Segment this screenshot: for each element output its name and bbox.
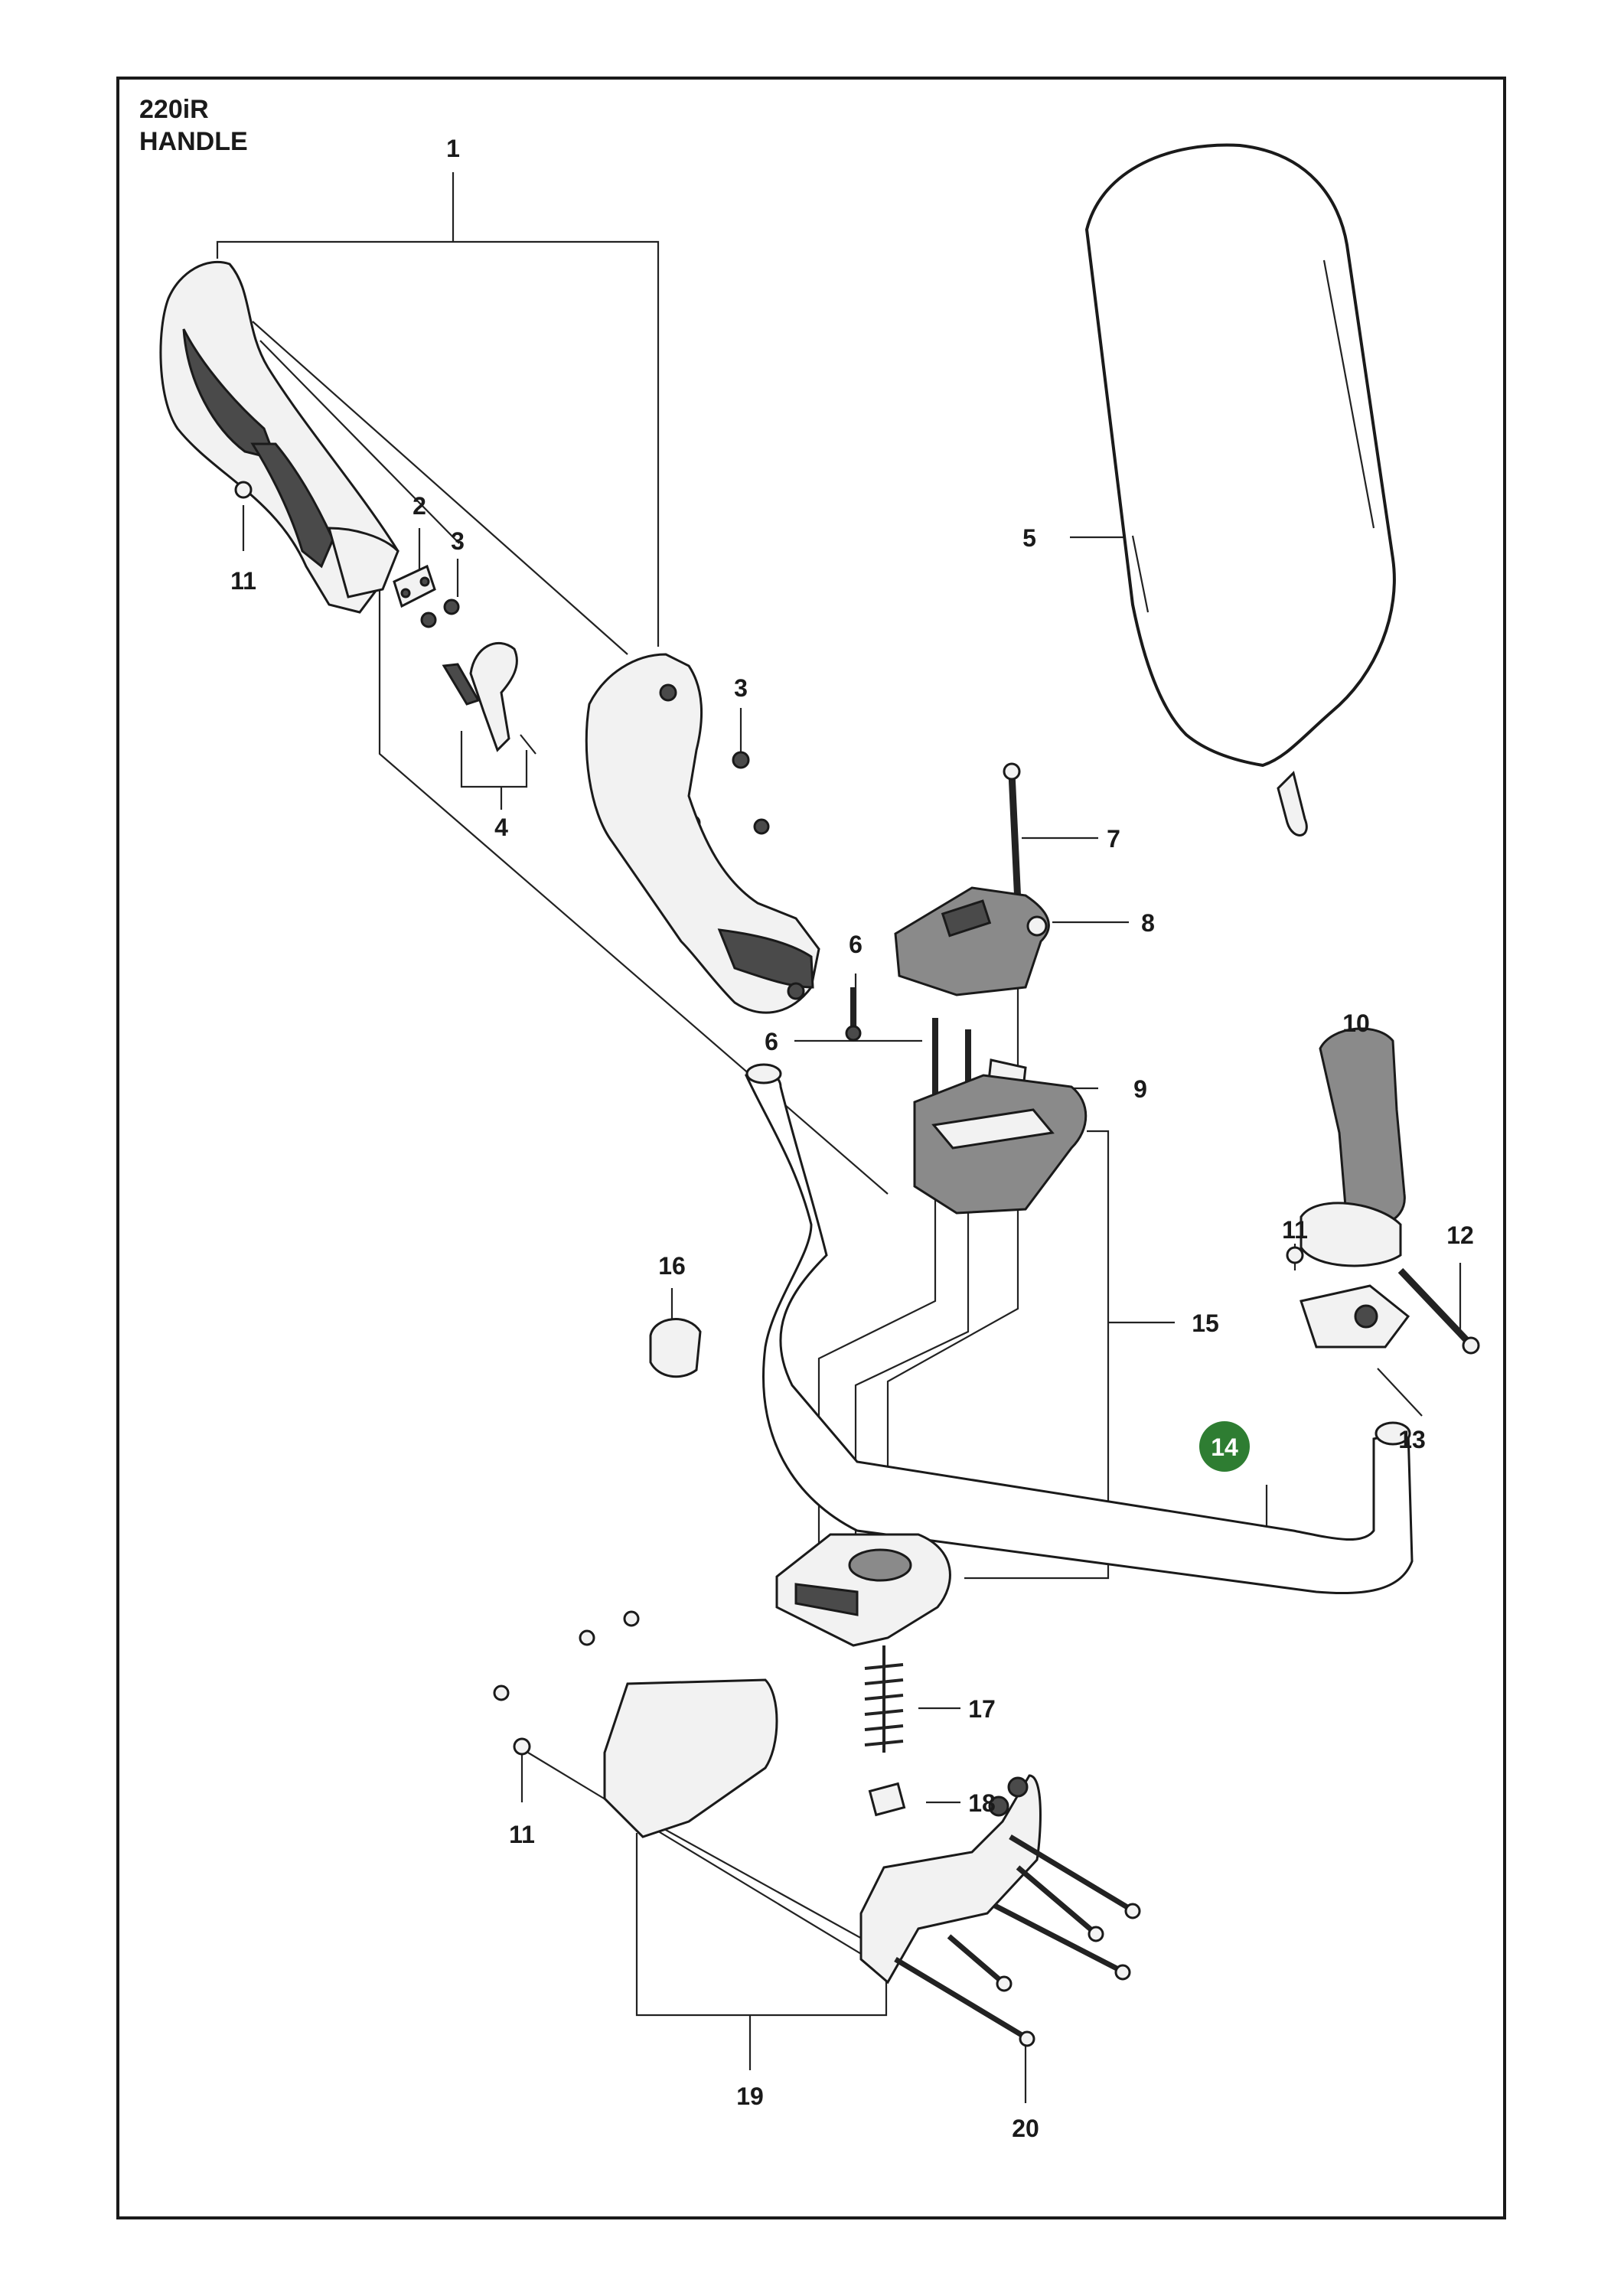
- bolts-part-20: [894, 1835, 1141, 2047]
- callout-1: 1: [446, 135, 460, 162]
- clip-part-16: [649, 1318, 702, 1378]
- callout-labels: 1 2 3 3 4 5 6 6 7 8 9 10 11 11 11 12 13 …: [230, 135, 1474, 2142]
- small-plate: [393, 564, 436, 608]
- callout-3: 3: [734, 674, 748, 702]
- callout-4: 4: [494, 814, 508, 841]
- callout-20: 20: [1012, 2115, 1039, 2142]
- callout-14-highlight: 14: [1199, 1421, 1250, 1472]
- diagram-title: 220iR HANDLE: [139, 93, 248, 158]
- callout-14: 14: [1211, 1433, 1238, 1461]
- model-name: 220iR: [139, 95, 209, 124]
- clamp-base-part-15: [775, 1533, 951, 1647]
- callout-17: 17: [968, 1695, 996, 1723]
- callout-16: 16: [658, 1252, 686, 1280]
- loop-grip-part-10: [1300, 1027, 1406, 1267]
- bolt-part-7: [1003, 762, 1022, 904]
- square-nut-part-18: [868, 1782, 906, 1817]
- nuts-part-11: [234, 481, 1304, 1756]
- clamp-top-part-8: [894, 886, 1050, 996]
- diagram-frame: [116, 77, 1506, 2219]
- callout-19: 19: [736, 2082, 764, 2110]
- callout-9: 9: [1133, 1075, 1147, 1103]
- front-handle-housing: [585, 653, 820, 1014]
- spring-part-17: [864, 1645, 904, 1753]
- callout-11: 11: [230, 567, 256, 595]
- clamp-part-13: [1300, 1284, 1410, 1349]
- callout-2: 2: [413, 492, 426, 520]
- callout-7: 7: [1107, 825, 1120, 853]
- callout-8: 8: [1141, 909, 1155, 937]
- callout-6: 6: [849, 931, 863, 958]
- harness-bag: [1084, 143, 1396, 837]
- callout-5: 5: [1022, 524, 1036, 552]
- loop-handle-tube-part-14: [744, 1063, 1414, 1595]
- callout-15: 15: [1192, 1309, 1219, 1337]
- callout-3: 3: [451, 527, 465, 555]
- lower-clamp-part-19: [603, 1678, 1042, 1985]
- callout-11: 11: [509, 1821, 535, 1848]
- callout-11: 11: [1282, 1216, 1308, 1244]
- section-name: HANDLE: [139, 127, 248, 156]
- rear-handle-housing: [159, 260, 399, 614]
- clamp-block-part-15: [913, 1074, 1088, 1215]
- callout-6: 6: [765, 1028, 778, 1055]
- callout-13: 13: [1398, 1426, 1426, 1453]
- callout-12: 12: [1446, 1221, 1474, 1249]
- callout-10: 10: [1342, 1009, 1370, 1037]
- throttle-trigger: [442, 641, 536, 755]
- bolt-part-12: [1397, 1267, 1480, 1355]
- callout-18: 18: [968, 1789, 996, 1817]
